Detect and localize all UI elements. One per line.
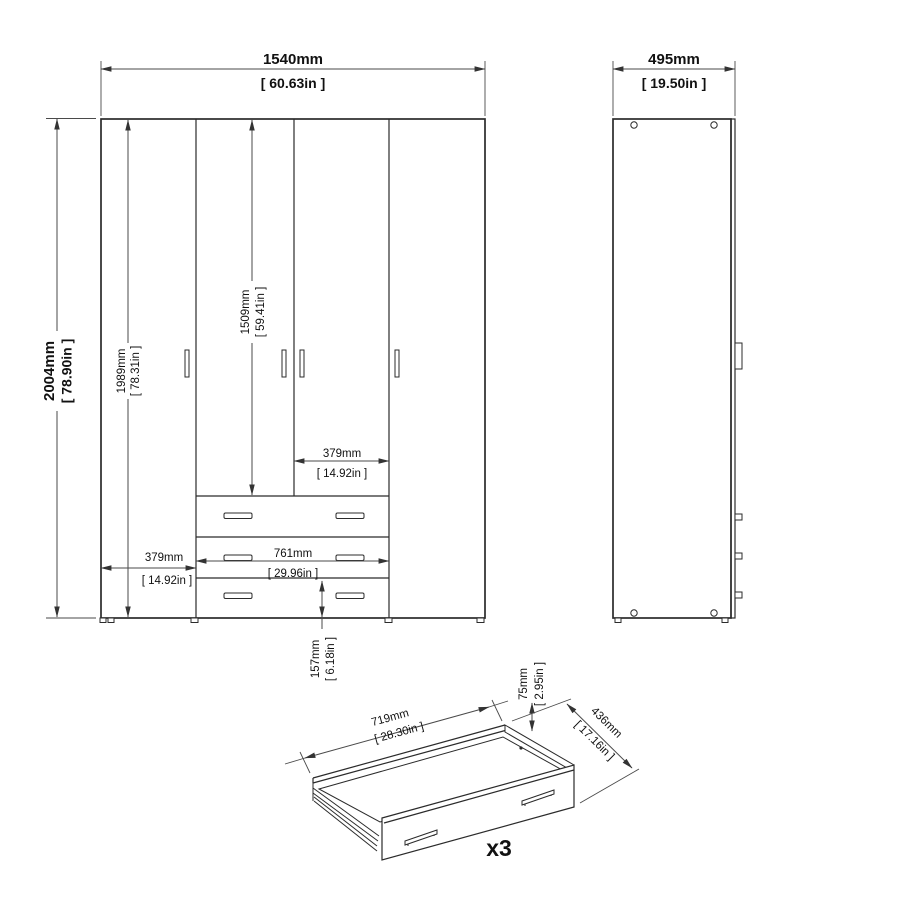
door-handles	[184, 349, 400, 378]
door-handle-mid-left	[281, 349, 287, 378]
side-door-handle	[734, 342, 743, 370]
dim-left-door-width-in: [ 14.92in ]	[142, 575, 193, 587]
door-handle-mid-right	[299, 349, 305, 378]
dim-inner-height-in: [ 78.31in ]	[130, 346, 142, 397]
side-drawer-handle-tabs	[734, 513, 743, 599]
door-dividers	[195, 119, 390, 618]
side-door-edge	[730, 118, 736, 619]
wardrobe-side-outline	[612, 118, 732, 619]
dimension-drawer-detail-height: 75mm [ 2.95in ]	[518, 662, 546, 732]
drawer-slide-rails	[312, 783, 380, 852]
dim-bottom-drawer-height-in: [ 6.18in ]	[325, 637, 337, 681]
dim-inner-height-mm: 1989mm	[116, 349, 128, 394]
dimension-door-height: 1509mm [ 59.41in ]	[236, 119, 270, 496]
dim-drawer-width-in: [ 29.96in ]	[268, 568, 319, 580]
door-handle-right	[394, 349, 400, 378]
dimension-left-door-width: 379mm [ 14.92in ]	[100, 550, 197, 587]
side-feet	[614, 617, 729, 623]
dimension-front-width: 1540mm [ 60.63in ]	[100, 51, 486, 116]
dim-side-depth-mm: 495mm	[648, 51, 700, 68]
dim-door-height-in: [ 59.41in ]	[255, 287, 267, 338]
dim-drawer-detail-height-in: [ 2.95in ]	[534, 662, 546, 706]
dim-left-door-width-mm: 379mm	[145, 552, 183, 564]
dim-front-width-in: [ 60.63in ]	[261, 75, 326, 91]
dim-front-width-mm: 1540mm	[263, 51, 323, 68]
dim-mid-door-width-mm: 379mm	[323, 448, 361, 460]
front-view	[99, 118, 486, 623]
dimension-total-height: 2004mm [ 78.90in ]	[40, 118, 96, 619]
wardrobe-front-outline	[100, 118, 486, 619]
drawer-quantity-label: x3	[486, 835, 512, 861]
side-view	[612, 118, 743, 623]
dimension-bottom-drawer-height: 157mm [ 6.18in ]	[306, 580, 339, 690]
dim-door-height-mm: 1509mm	[240, 290, 252, 335]
door-handle-left	[184, 349, 190, 378]
dimension-side-depth: 495mm [ 19.50in ]	[612, 51, 736, 116]
drawer-detail-handles	[404, 789, 555, 846]
drawer-detail: 719mm [ 28.30in ] 75mm [ 2.95in ] 436mm …	[284, 662, 640, 861]
dimension-inner-height: 1989mm [ 78.31in ]	[111, 119, 145, 618]
drawer-screw-hole	[519, 746, 523, 750]
dim-mid-door-width-in: [ 14.92in ]	[317, 468, 368, 480]
wardrobe-feet	[99, 617, 485, 623]
dim-total-height-in: [ 78.90in ]	[59, 339, 75, 404]
cam-holes	[630, 121, 718, 617]
dim-drawer-detail-height-mm: 75mm	[518, 668, 530, 700]
dimension-drawer-width: 761mm [ 29.96in ]	[195, 548, 390, 580]
dim-bottom-drawer-height-mm: 157mm	[310, 640, 322, 678]
dimension-mid-door-width: 379mm [ 14.92in ]	[293, 448, 390, 480]
drawer-divider-lines	[196, 495, 389, 579]
dim-total-height-mm: 2004mm	[41, 341, 58, 401]
dim-drawer-width-mm: 761mm	[274, 548, 312, 560]
dim-side-depth-in: [ 19.50in ]	[642, 75, 707, 91]
